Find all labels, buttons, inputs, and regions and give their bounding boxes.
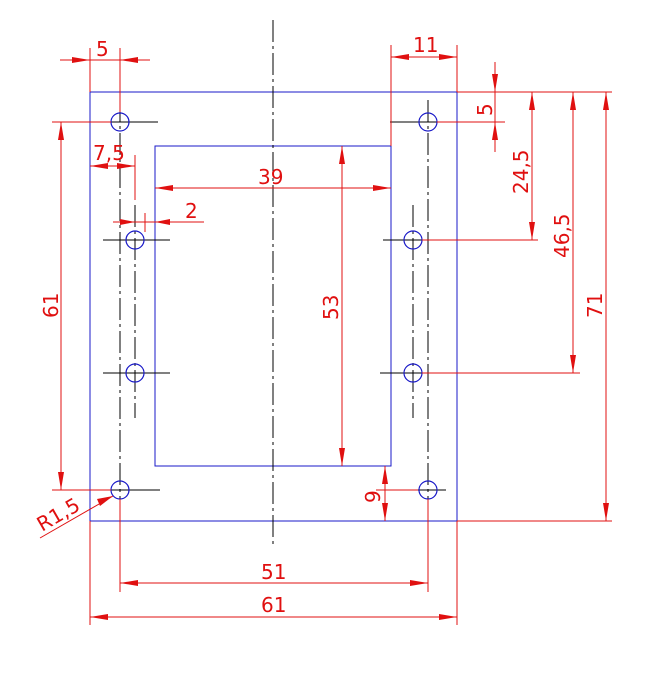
dim-label-left-7-5: 7,5 [93,141,125,165]
dim-label-hole-span-51: 51 [261,560,286,584]
dim-label-left-61: 61 [39,293,63,318]
dim-label-window-53: 53 [319,295,343,320]
dim-right-46-5: 46,5 [422,92,580,374]
dim-top-right-11: 11 [390,33,458,146]
dim-window-53: 53 [319,146,345,466]
dim-left-7-5: 7,5 [90,141,136,200]
dim-label-total-61: 61 [261,593,286,617]
dim-label-window-39: 39 [258,165,283,189]
dim-right-71: 71 [457,92,612,522]
dim-label-right-5: 5 [473,103,497,116]
dim-label-hole-radius: R1,5 [33,493,85,537]
dim-window-39: 39 [155,165,391,191]
dim-label-right-24-5: 24,5 [509,149,533,194]
dim-hole-radius: R1,5 [33,493,114,539]
dim-total-61: 61 [89,521,458,625]
hole-mid-left-lower [125,363,145,383]
dim-label-bottom-9: 9 [361,490,385,503]
dim-right-24-5: 24,5 [422,92,538,241]
dim-top-left-5: 5 [60,37,150,112]
dim-label-top-left-5: 5 [96,37,109,61]
hole-mid-left-upper [125,230,145,250]
dim-right-5: 5 [437,62,612,152]
dim-left-61: 61 [39,121,111,491]
dim-label-inner-2: 2 [185,199,198,223]
dim-bottom-9: 9 [361,466,418,521]
dim-hole-span-51: 51 [119,499,429,592]
dim-label-right-71: 71 [583,293,607,318]
dim-label-top-right-11: 11 [413,33,438,57]
dim-label-right-46-5: 46,5 [550,213,574,258]
dim-inner-2: 2 [113,199,204,232]
